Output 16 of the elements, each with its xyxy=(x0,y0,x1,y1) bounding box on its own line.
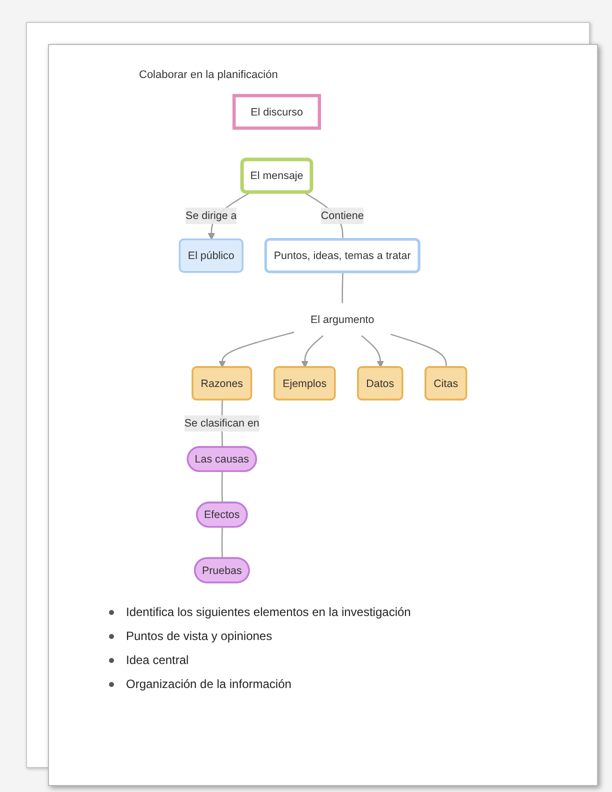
connector xyxy=(390,334,447,368)
node-text: El argumento xyxy=(310,313,374,326)
list-item-text: Idea central xyxy=(126,653,189,667)
connector xyxy=(342,272,344,304)
arrow xyxy=(361,335,384,368)
edge-label: Se dirige a xyxy=(186,209,237,222)
diagram-title: Colaborar en la planificación xyxy=(139,69,278,81)
arrow xyxy=(301,335,324,368)
connector xyxy=(221,472,223,503)
list-item-text: Puntos de vista y opiniones xyxy=(126,629,272,643)
list-item-text: Organización de la información xyxy=(126,677,292,691)
connector xyxy=(221,527,223,559)
list-item-text: Identifica los siguientes elementos en la investigación xyxy=(126,605,411,619)
arrow xyxy=(218,332,294,368)
edge-label: Contiene xyxy=(320,209,364,222)
node-box xyxy=(232,94,322,130)
